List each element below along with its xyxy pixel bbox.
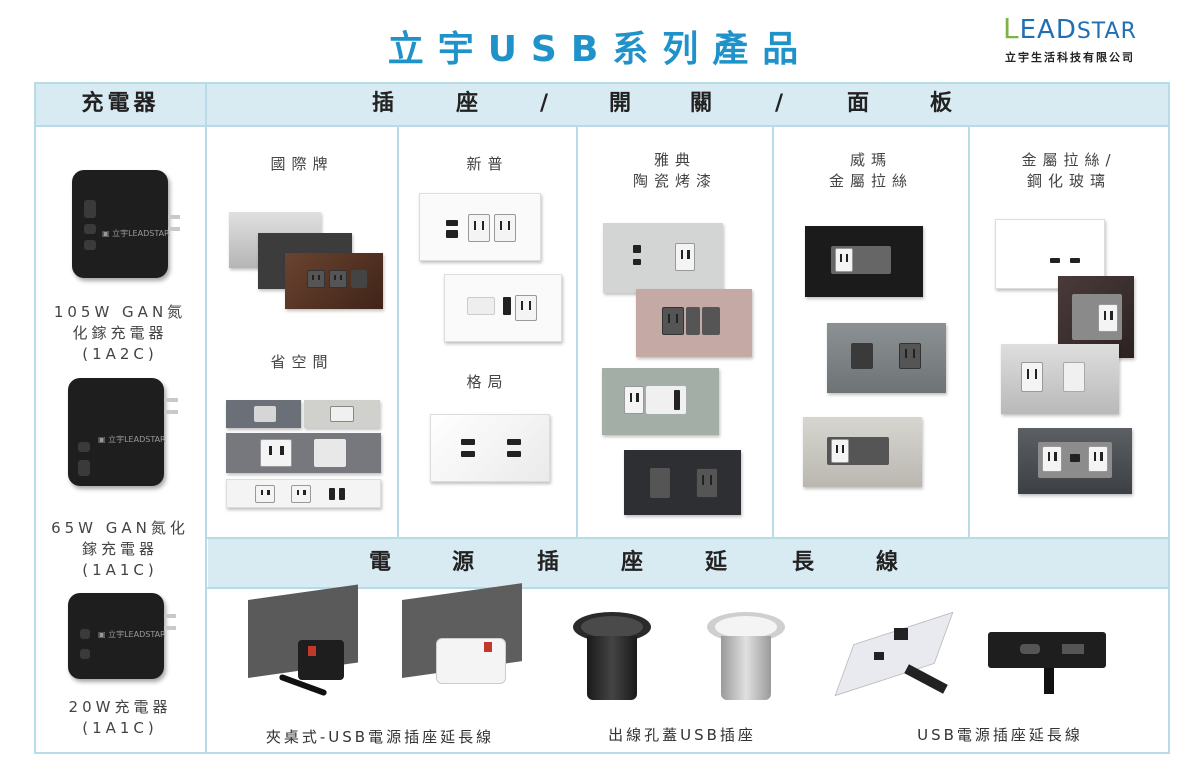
- brand-label-panasonic: 國際牌: [270, 155, 334, 173]
- brand-label-weima: 威瑪 金屬拉絲: [828, 151, 913, 190]
- charger-65w-image: ▣ 立宇LEADSTAR: [68, 378, 166, 486]
- page-title: 立宇USB系列產品: [387, 29, 813, 70]
- brand-label-xinpu: 新普: [466, 155, 509, 173]
- brand-label-athens: 雅典 陶瓷烤漆: [632, 151, 717, 190]
- grommet-image-black: [573, 612, 653, 704]
- header-bar-top: [36, 84, 1168, 125]
- charger-20w-label: 20W充電器 (1A1C): [68, 698, 172, 737]
- space-saving-label: 省空間: [270, 353, 334, 371]
- space-saving-plate-1: [226, 400, 301, 428]
- metal-plate-silver: [1001, 344, 1119, 414]
- metal-plate-charcoal: [1018, 428, 1132, 494]
- xinpu-plate-1: [419, 193, 541, 261]
- desk-clamp-image-white: [402, 583, 522, 700]
- weima-plate-silver: [803, 417, 922, 487]
- grommet-image-silver: [707, 612, 787, 704]
- charger-65w-label: 65W GAN氮化 鎵充電器 (1A1C): [51, 519, 189, 579]
- desk-clamp-label: 夾桌式-USB電源插座延長線: [265, 728, 495, 746]
- space-saving-plate-4: [226, 479, 381, 508]
- panasonic-plate-wood: [285, 253, 383, 309]
- product-table: [34, 82, 1170, 754]
- space-saving-plate-3: [226, 433, 381, 473]
- xinpu-plate-2: [444, 274, 562, 342]
- logo-company-name: 立宇生活科技有限公司: [1005, 51, 1135, 64]
- geju-plate: [430, 414, 550, 482]
- space-saving-plate-2: [304, 400, 380, 428]
- usb-extension-image-black: [988, 632, 1108, 696]
- desk-clamp-image-dark: [248, 584, 358, 700]
- athens-plate-black: [624, 450, 741, 515]
- header-bar-extension: [208, 539, 1168, 587]
- charger-20w-image: ▣ 立宇LEADSTAR: [68, 593, 166, 679]
- weima-plate-grey: [827, 323, 946, 393]
- athens-plate-green: [602, 368, 719, 435]
- charger-105w-label: 105W GAN氮 化鎵充電器 (1A2C): [53, 303, 187, 363]
- leadstar-logo: LEADSTAR 立宇生活科技有限公司: [1003, 14, 1163, 70]
- athens-plate-pink: [636, 289, 752, 357]
- header-chargers: 充電器: [81, 91, 160, 116]
- brand-label-metal-glass: 金屬拉絲/ 鋼化玻璃: [1021, 151, 1117, 190]
- grommet-label: 出線孔蓋USB插座: [608, 726, 756, 744]
- geju-label: 格局: [466, 373, 509, 391]
- logo-wordmark: LEADSTAR: [1003, 12, 1137, 46]
- charger-105w-image: ▣ 立宇LEADSTAR: [72, 170, 170, 278]
- athens-plate-grey: [603, 223, 723, 293]
- usb-extension-image-white: [834, 606, 954, 702]
- usb-extension-label: USB電源插座延長線: [917, 726, 1083, 744]
- weima-plate-black: [805, 226, 923, 297]
